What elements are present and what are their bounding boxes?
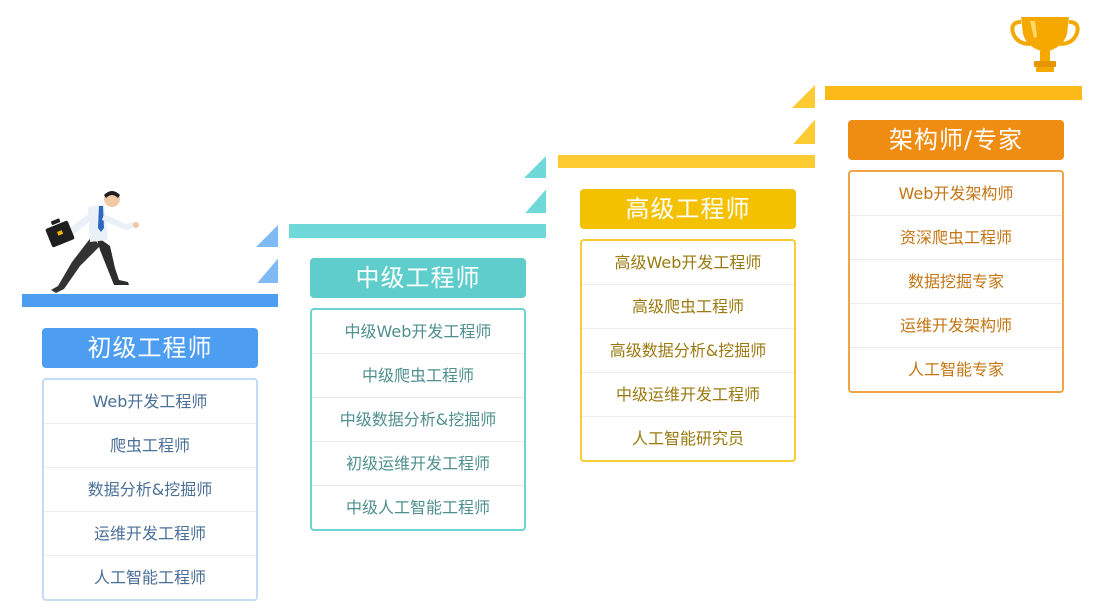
list-item: 数据分析&挖掘师 bbox=[44, 467, 256, 511]
step-3-bar bbox=[558, 155, 815, 168]
level-mid-title: 中级工程师 bbox=[310, 258, 526, 298]
list-item: 数据挖掘专家 bbox=[850, 259, 1062, 303]
list-item: 中级运维开发工程师 bbox=[582, 372, 794, 416]
step-2-triangle-top bbox=[524, 156, 546, 178]
level-mid-list: 中级Web开发工程师 中级爬虫工程师 中级数据分析&挖掘师 初级运维开发工程师 … bbox=[310, 308, 526, 531]
list-item: 中级人工智能工程师 bbox=[312, 485, 524, 529]
step-1-triangle-line bbox=[255, 256, 279, 284]
level-architect: 架构师/专家 Web开发架构师 资深爬虫工程师 数据挖掘专家 运维开发架构师 人… bbox=[848, 120, 1064, 393]
level-senior-title: 高级工程师 bbox=[580, 189, 796, 229]
list-item: 运维开发架构师 bbox=[850, 303, 1062, 347]
list-item: 中级数据分析&挖掘师 bbox=[312, 397, 524, 441]
step-3-triangle-line bbox=[791, 117, 816, 145]
level-junior: 初级工程师 Web开发工程师 爬虫工程师 数据分析&挖掘师 运维开发工程师 人工… bbox=[42, 328, 258, 601]
step-2-triangle-line bbox=[523, 187, 547, 214]
list-item: 高级爬虫工程师 bbox=[582, 284, 794, 328]
step-1-triangle-top bbox=[256, 225, 278, 247]
level-junior-list: Web开发工程师 爬虫工程师 数据分析&挖掘师 运维开发工程师 人工智能工程师 bbox=[42, 378, 258, 601]
trophy-icon bbox=[1010, 17, 1080, 72]
level-senior: 高级工程师 高级Web开发工程师 高级爬虫工程师 高级数据分析&挖掘师 中级运维… bbox=[580, 189, 796, 462]
list-item: 人工智能研究员 bbox=[582, 416, 794, 460]
list-item: 高级数据分析&挖掘师 bbox=[582, 328, 794, 372]
list-item: 运维开发工程师 bbox=[44, 511, 256, 555]
level-architect-title: 架构师/专家 bbox=[848, 120, 1064, 160]
list-item: Web开发工程师 bbox=[92, 392, 208, 411]
list-item: 高级Web开发工程师 bbox=[614, 253, 762, 272]
level-mid: 中级工程师 中级Web开发工程师 中级爬虫工程师 中级数据分析&挖掘师 初级运维… bbox=[310, 258, 526, 531]
step-2-bar bbox=[289, 224, 546, 238]
list-item: 初级运维开发工程师 bbox=[312, 441, 524, 485]
list-item: 中级爬虫工程师 bbox=[312, 353, 524, 397]
step-1-bar bbox=[22, 294, 278, 307]
step-4-bar bbox=[825, 86, 1082, 100]
list-item: 资深爬虫工程师 bbox=[850, 215, 1062, 259]
list-item: 人工智能专家 bbox=[850, 347, 1062, 391]
step-3-triangle-top bbox=[792, 85, 815, 108]
list-item: 人工智能工程师 bbox=[44, 555, 256, 599]
list-item: Web开发架构师 bbox=[898, 184, 1014, 203]
level-senior-list: 高级Web开发工程师 高级爬虫工程师 高级数据分析&挖掘师 中级运维开发工程师 … bbox=[580, 239, 796, 462]
level-architect-list: Web开发架构师 资深爬虫工程师 数据挖掘专家 运维开发架构师 人工智能专家 bbox=[848, 170, 1064, 393]
running-man-with-briefcase-icon bbox=[45, 191, 139, 293]
level-junior-title: 初级工程师 bbox=[42, 328, 258, 368]
list-item: 中级Web开发工程师 bbox=[344, 322, 492, 341]
list-item: 爬虫工程师 bbox=[44, 423, 256, 467]
